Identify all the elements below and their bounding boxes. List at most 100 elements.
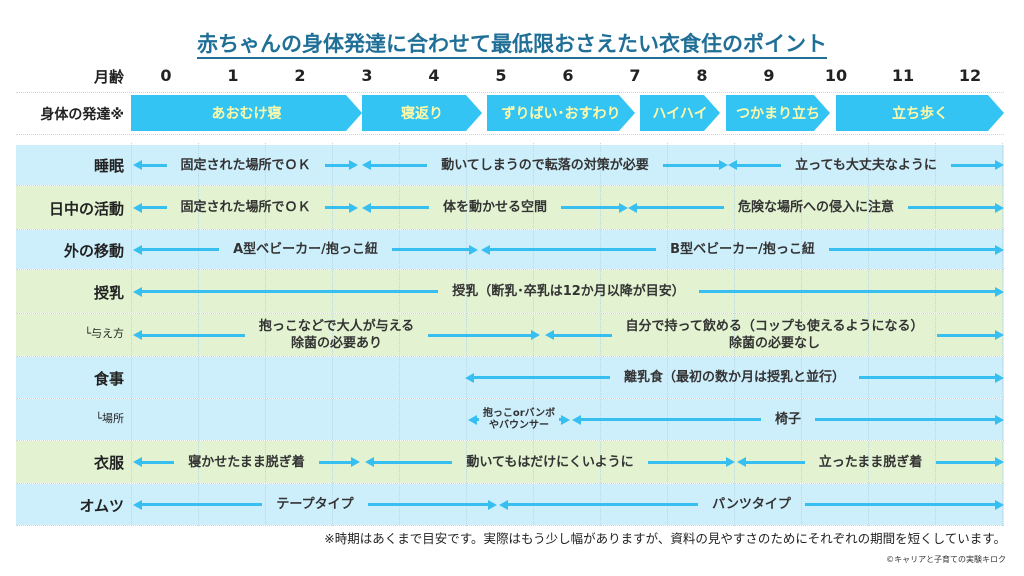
row-label: └場所 xyxy=(95,411,124,425)
range-label: A型ベビーカー/抱っこ紐 xyxy=(233,242,378,257)
arrowhead-right-icon xyxy=(995,160,1005,170)
divider xyxy=(16,229,1004,230)
row-label: 食事 xyxy=(93,369,124,388)
arrowhead-right-icon xyxy=(469,244,478,255)
arrowhead-right-icon xyxy=(351,457,360,467)
arrowhead-right-icon xyxy=(531,330,541,340)
range-label: 動いてもはだけにくいように xyxy=(466,454,634,470)
month-9: 9 xyxy=(763,66,775,85)
range-label: 危険な場所への侵入に注意 xyxy=(738,200,895,215)
arrowhead-left-icon xyxy=(133,244,142,255)
range-label: 自分で持って飲める（コップも使えるようになる） 除菌の必要なし xyxy=(625,319,924,351)
grid-line xyxy=(801,143,802,526)
month-5: 5 xyxy=(495,66,507,85)
range-label: 動いてしまうので転落の対策が必要 xyxy=(441,157,649,173)
arrowhead-left-icon xyxy=(468,414,477,425)
arrow-line xyxy=(371,206,429,209)
divider xyxy=(16,525,1004,526)
arrow-line xyxy=(908,206,996,209)
grid-line xyxy=(332,143,333,526)
arrow-line xyxy=(474,376,610,379)
arrowhead-right-icon xyxy=(488,499,498,510)
arrow-line xyxy=(142,503,263,506)
arrow-line xyxy=(828,248,996,251)
arrow-line xyxy=(318,460,351,464)
arrow-line xyxy=(647,460,726,464)
divider xyxy=(16,440,1004,441)
arrow-line xyxy=(937,333,995,337)
arrowhead-right-icon xyxy=(726,457,735,467)
stage-chevron: つかまり立ち xyxy=(726,95,830,131)
month-7: 7 xyxy=(629,66,641,85)
arrowhead-right-icon xyxy=(349,160,359,170)
arrow-line xyxy=(142,206,167,209)
arrow-line xyxy=(374,460,453,464)
range-label: 寝かせたまま脱ぎ着 xyxy=(188,454,305,470)
arrow-line xyxy=(815,418,996,421)
arrowhead-left-icon xyxy=(365,457,374,467)
range-arrow: B型ベビーカー/抱っこ紐 xyxy=(481,230,1005,270)
divider xyxy=(16,483,1004,484)
range-arrow: 固定された場所でＯＫ xyxy=(133,145,359,185)
row-label: 衣服 xyxy=(93,454,124,472)
range-arrow: A型ベビーカー/抱っこ紐 xyxy=(133,230,478,270)
arrow-line xyxy=(142,333,245,337)
arrow-line xyxy=(367,503,489,506)
arrowhead-right-icon xyxy=(995,202,1005,213)
arrowhead-right-icon xyxy=(349,202,359,213)
arrowhead-right-icon xyxy=(995,244,1005,255)
range-arrow: 動いてしまうので転落の対策が必要 xyxy=(362,145,728,185)
arrow-line xyxy=(142,460,175,464)
arrow-line xyxy=(477,418,479,421)
arrowhead-right-icon xyxy=(995,372,1005,383)
grid-line xyxy=(935,143,936,526)
grid-line xyxy=(868,143,869,526)
arrow-line xyxy=(324,206,350,209)
arrowhead-left-icon xyxy=(737,457,746,467)
row-label: オムツ xyxy=(79,496,124,515)
month-8: 8 xyxy=(696,66,708,85)
range-arrow: 寝かせたまま脱ぎ着 xyxy=(133,442,360,482)
range-arrow: 固定された場所でＯＫ xyxy=(133,188,359,228)
range-label: パンツタイプ xyxy=(712,497,791,512)
page-title: 赤ちゃんの身体発達に合わせて最低限おさえたい衣食住のポイント xyxy=(0,28,1024,59)
arrow-line xyxy=(746,460,805,464)
range-arrow: 体を動かせる空間 xyxy=(362,188,629,228)
range-arrow: 動いてもはだけにくいように xyxy=(365,442,735,482)
divider xyxy=(16,185,1004,186)
range-label: テープタイプ xyxy=(276,497,354,512)
grid-line xyxy=(265,143,266,526)
row-band xyxy=(16,441,1004,483)
arrowhead-left-icon xyxy=(133,160,142,170)
divider xyxy=(16,134,1004,135)
title-text: 赤ちゃんの身体発達に合わせて最低限おさえたい衣食住のポイント xyxy=(197,32,827,59)
arrowhead-left-icon xyxy=(133,330,142,340)
range-label: 抱っこorバンボ やバウンサー xyxy=(482,407,556,431)
range-arrow: パンツタイプ xyxy=(499,485,1004,525)
month-3: 3 xyxy=(361,66,373,85)
arrowhead-right-icon xyxy=(619,202,629,213)
range-label: 立ったまま脱ぎ着 xyxy=(818,454,923,470)
month-6: 6 xyxy=(562,66,574,85)
range-label: 授乳（断乳･卒乳は12か月以降が目安） xyxy=(452,284,685,299)
month-label: 月齢 xyxy=(93,68,124,86)
row-label: 授乳 xyxy=(93,283,124,302)
arrowhead-right-icon xyxy=(995,330,1004,340)
arrow-line xyxy=(698,290,995,293)
arrow-line xyxy=(142,248,220,251)
arrow-line xyxy=(508,503,699,506)
arrowhead-right-icon xyxy=(719,160,728,170)
arrowhead-left-icon xyxy=(499,499,508,510)
range-arrow: 危険な場所への侵入に注意 xyxy=(628,188,1005,228)
stage-chevron: ずりばい･おすわり xyxy=(487,95,635,131)
grid-line xyxy=(734,143,735,526)
arrow-line xyxy=(142,290,439,293)
stage-chevron: あおむけ寝 xyxy=(131,95,362,131)
arrow-line xyxy=(490,248,657,251)
range-label: B型ベビーカー/抱っこ紐 xyxy=(670,242,815,257)
divider xyxy=(16,356,1004,357)
arrow-line xyxy=(554,333,612,337)
month-1: 1 xyxy=(227,66,239,85)
grid-line xyxy=(399,143,400,526)
arrowhead-right-icon xyxy=(995,499,1004,510)
